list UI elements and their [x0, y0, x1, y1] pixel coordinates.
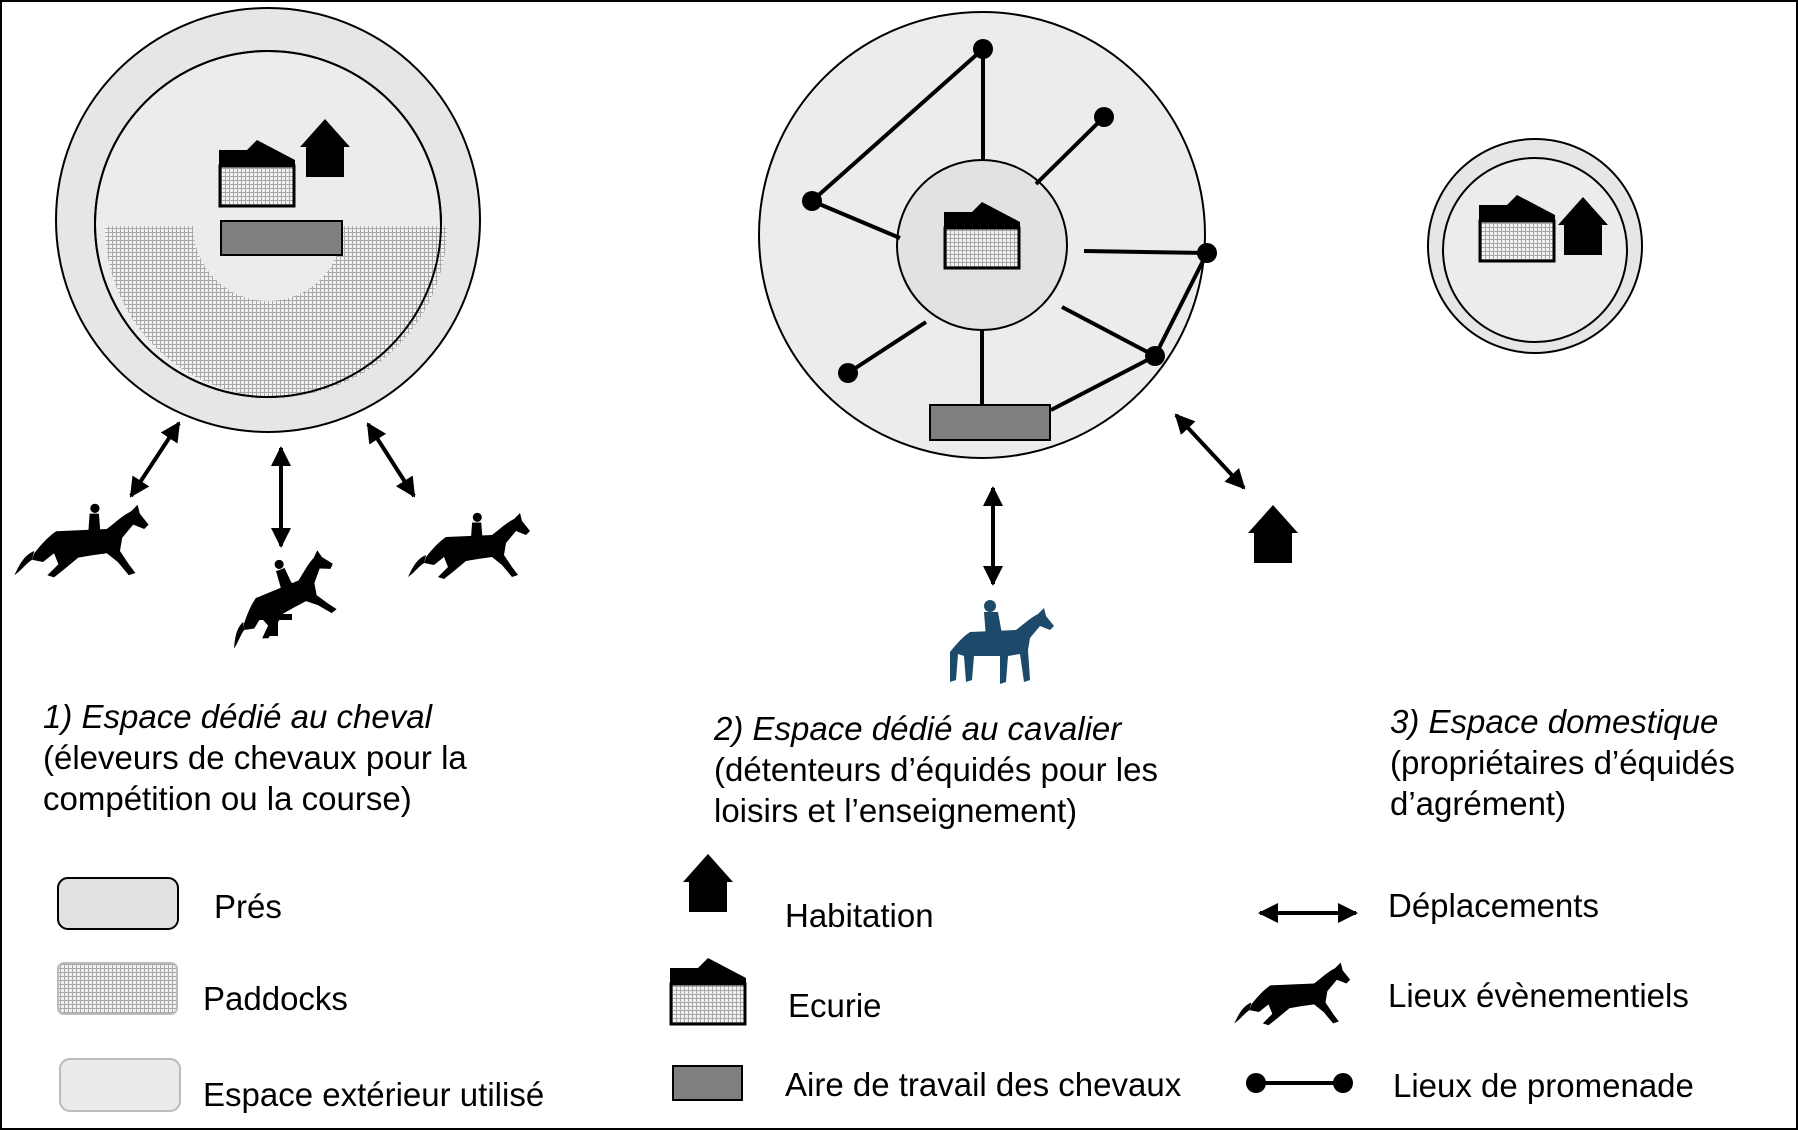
section-3-description-line-1: (propriétaires d’équidés — [1390, 744, 1735, 781]
section-3-caption: 3) Espace domestique (propriétaires d’éq… — [1390, 701, 1735, 824]
racehorse-icon — [14, 503, 149, 578]
espace-exterieur-swatch — [59, 1058, 181, 1112]
legend-label-lieux-promenade: Lieux de promenade — [1393, 1067, 1694, 1104]
legend-label-habitation: Habitation — [785, 897, 934, 934]
section-2-description-line-1: (détenteurs d’équidés pour les — [714, 751, 1158, 788]
legend-symbols — [57, 854, 1358, 1112]
section-2-description-line-2: loisirs et l’enseignement) — [714, 792, 1078, 829]
rider-icon — [950, 600, 1054, 684]
legend-label-espace-exterieur: Espace extérieur utilisé — [203, 1076, 545, 1113]
legend-label-aire-travail: Aire de travail des chevaux — [785, 1066, 1182, 1103]
pres-swatch — [57, 877, 179, 930]
horse-silhouette-icon — [1234, 962, 1351, 1026]
paddocks-swatch — [57, 962, 178, 1015]
section-1-caption: 1) Espace dédié au cheval (éleveurs de c… — [43, 696, 467, 819]
section-2-caption: 2) Espace dédié au cavalier (détenteurs … — [714, 708, 1158, 831]
work-area-swatch — [672, 1065, 743, 1101]
section-1-title: 1) Espace dédié au cheval — [43, 698, 432, 735]
jump-obstacle-icon — [268, 615, 278, 636]
double-arrow-icon — [129, 421, 181, 498]
walk-route-icon — [1246, 1073, 1353, 1093]
walk-points — [802, 39, 1217, 383]
legend-label-ecurie: Ecurie — [788, 987, 882, 1024]
section-1-description-line-2: compétition ou la course) — [43, 780, 412, 817]
legend-label-paddocks: Paddocks — [203, 980, 348, 1017]
section-3-title: 3) Espace domestique — [1390, 703, 1719, 740]
legend-label-deplacements: Déplacements — [1388, 887, 1599, 924]
section-1-diagram — [14, 7, 530, 651]
work-area-icon — [220, 220, 343, 256]
section-3-diagram — [1427, 138, 1643, 354]
double-arrow-icon — [366, 422, 416, 498]
double-arrow-icon — [1174, 413, 1246, 490]
house-icon — [1248, 505, 1298, 563]
stable-icon — [668, 956, 748, 1026]
section-1-description-line-1: (éleveurs de chevaux pour la — [43, 739, 467, 776]
work-area-icon — [929, 404, 1051, 441]
legend-label-pres: Prés — [214, 888, 282, 925]
section-3-description-line-2: d’agrément) — [1390, 785, 1567, 822]
section-2-title: 2) Espace dédié au cavalier — [714, 710, 1122, 747]
show-jumper-icon — [212, 546, 350, 651]
legend-label-lieux-evenementiels: Lieux évènementiels — [1388, 977, 1689, 1014]
house-icon — [683, 854, 733, 912]
paddocks-area — [105, 226, 447, 397]
section-2-diagram — [758, 11, 1298, 684]
dressage-horse-icon — [408, 512, 530, 579]
walk-routes — [810, 47, 1209, 412]
